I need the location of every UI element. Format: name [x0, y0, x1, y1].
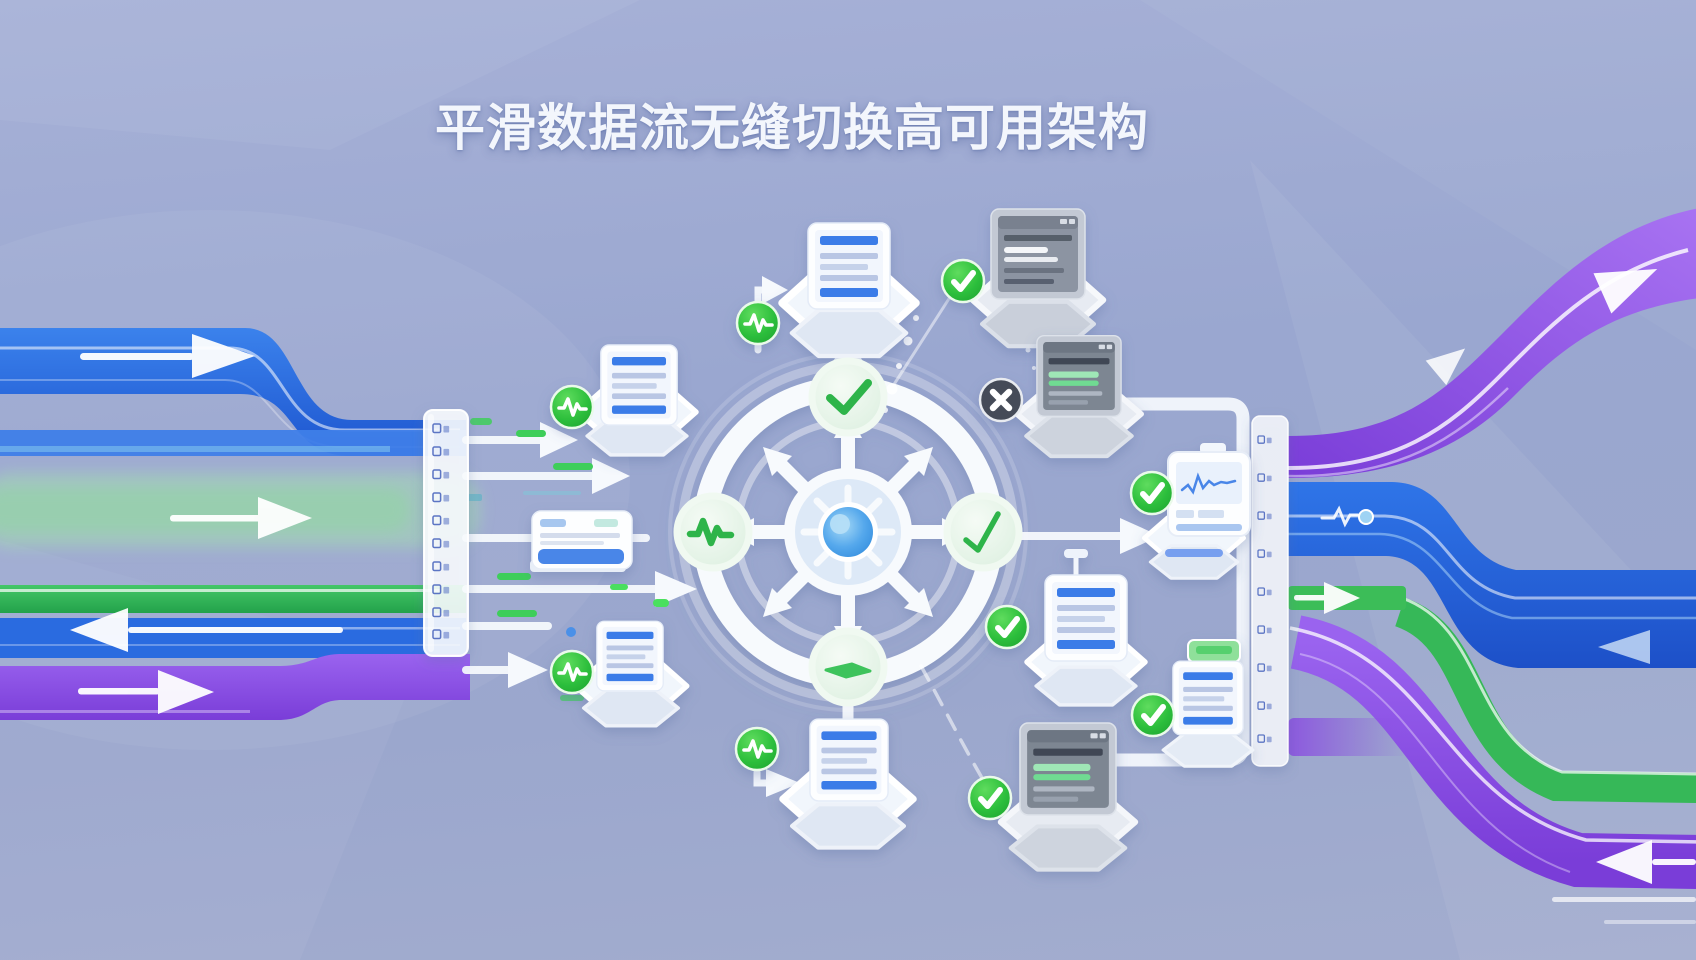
left-data-streams — [0, 328, 480, 720]
server-card — [990, 208, 1086, 300]
waveform-chart — [1180, 472, 1237, 495]
stream-purple-falling — [1289, 615, 1696, 889]
document-card — [1044, 574, 1128, 662]
arrow-up-right-icon — [1425, 348, 1466, 386]
pulse-icon — [686, 517, 735, 547]
document-card — [1172, 660, 1244, 736]
pulse-badge-icon — [549, 384, 595, 430]
data-fragments — [468, 418, 669, 701]
stream-blue-thin — [0, 430, 466, 456]
doc-antenna — [986, 549, 1145, 705]
health-node-left — [673, 492, 753, 572]
check-icon — [826, 379, 872, 415]
server-card — [1019, 722, 1117, 816]
wheel-spokes — [745, 429, 951, 635]
document-card — [596, 620, 664, 692]
arrow-right-icon — [1294, 582, 1360, 614]
pulse-badge-icon — [734, 726, 780, 772]
arrow-right-icon — [80, 334, 255, 378]
ingest-bar-left — [423, 409, 469, 657]
check-badge-icon — [942, 260, 984, 302]
dash-icon — [824, 662, 872, 679]
server-bottom — [969, 722, 1135, 870]
server-card — [1036, 335, 1122, 417]
health-node-top — [808, 357, 888, 437]
health-node-bottom — [808, 627, 888, 707]
arrow-left-icon — [1596, 840, 1696, 884]
check-badge-icon — [1132, 694, 1174, 736]
arrow-up-right-icon — [1593, 268, 1658, 314]
stream-blue-low — [0, 618, 466, 658]
stream-purple-stub — [1288, 718, 1408, 756]
stream-purple-rising — [1288, 208, 1696, 478]
document-card — [809, 718, 889, 802]
monitor-card — [1131, 443, 1251, 580]
check-badge-icon — [986, 606, 1028, 648]
health-node-right — [943, 492, 1023, 572]
stream-green-branch — [1394, 597, 1696, 803]
document-card — [807, 222, 891, 310]
pulse-line — [1320, 505, 1360, 528]
health-nodes — [673, 357, 1023, 707]
cross-badge-icon — [980, 379, 1022, 421]
elbow-connector — [753, 768, 770, 787]
stream-blue-main — [1288, 482, 1696, 668]
stream-green-soft — [0, 472, 480, 548]
check-badge-icon — [1131, 472, 1173, 514]
server-mid — [980, 335, 1141, 457]
arrow-right-icon — [78, 670, 214, 714]
dotted-trails — [882, 292, 1036, 780]
ingest-bar-right — [1251, 415, 1289, 767]
right-data-streams — [1287, 208, 1696, 924]
check-icon — [963, 511, 1001, 553]
doc-green-tab — [1132, 639, 1255, 769]
stream-purple-low — [0, 654, 470, 720]
check-badge-icon — [969, 777, 1011, 819]
page-title: 平滑数据流无缝切换高可用架构 — [435, 100, 1149, 156]
blue-button — [538, 549, 624, 564]
mini-form-card — [530, 510, 633, 572]
arrow-right-icon — [170, 497, 312, 539]
arrow-left-icon — [1598, 630, 1650, 664]
hub-core — [784, 468, 912, 596]
server-top — [942, 208, 1103, 346]
document-card — [600, 344, 678, 426]
pulse-badge-icon — [549, 649, 595, 695]
pulse-badge-icon — [735, 300, 781, 346]
arrow-left-icon — [70, 608, 343, 652]
